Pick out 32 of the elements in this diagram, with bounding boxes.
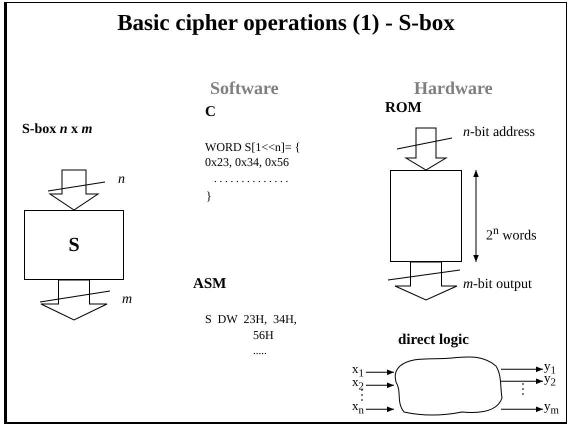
code-text: }	[206, 189, 212, 204]
code-text: .....	[253, 345, 267, 357]
code-text: . . . . . . . . . . . . . .	[214, 173, 288, 185]
logic-cloud	[392, 354, 504, 418]
bus-width-label: m	[122, 292, 132, 308]
block-arrow	[48, 170, 100, 211]
bus-width-label: n	[118, 172, 125, 188]
block-arrow	[404, 128, 448, 171]
block-arrow	[40, 280, 108, 321]
arrow	[500, 366, 544, 372]
s-box-block: S	[24, 210, 124, 280]
arrow	[500, 378, 544, 384]
section-heading: C	[205, 104, 216, 121]
dimension-label: 2$^{n}$ words	[486, 224, 537, 245]
output-signal: y$_{m}$	[544, 398, 559, 419]
sbox-heading: S-box n x m	[22, 122, 92, 138]
signal-label: m-bit output	[463, 277, 532, 293]
code-text: WORD S[1<<n]= { 0x23, 0x34, 0x56	[205, 140, 302, 170]
section-heading: ROM	[385, 100, 422, 117]
arrow	[365, 406, 394, 412]
section-heading: ASM	[193, 276, 226, 293]
caption-text: direct logic	[398, 332, 469, 349]
slide-title: Basic cipher operations (1) - S-box	[116, 10, 456, 36]
rom-block	[390, 170, 462, 262]
signal-label: n-bit address	[463, 125, 535, 141]
input-signal: x$_{n}$	[352, 398, 364, 419]
arrow	[365, 382, 394, 388]
block-arrow	[394, 262, 458, 301]
arrow	[365, 370, 394, 376]
code-text: S DW 23H, 34H, 56H	[205, 311, 298, 343]
column-heading: Hardware	[414, 78, 493, 99]
column-heading: Software	[210, 78, 279, 99]
